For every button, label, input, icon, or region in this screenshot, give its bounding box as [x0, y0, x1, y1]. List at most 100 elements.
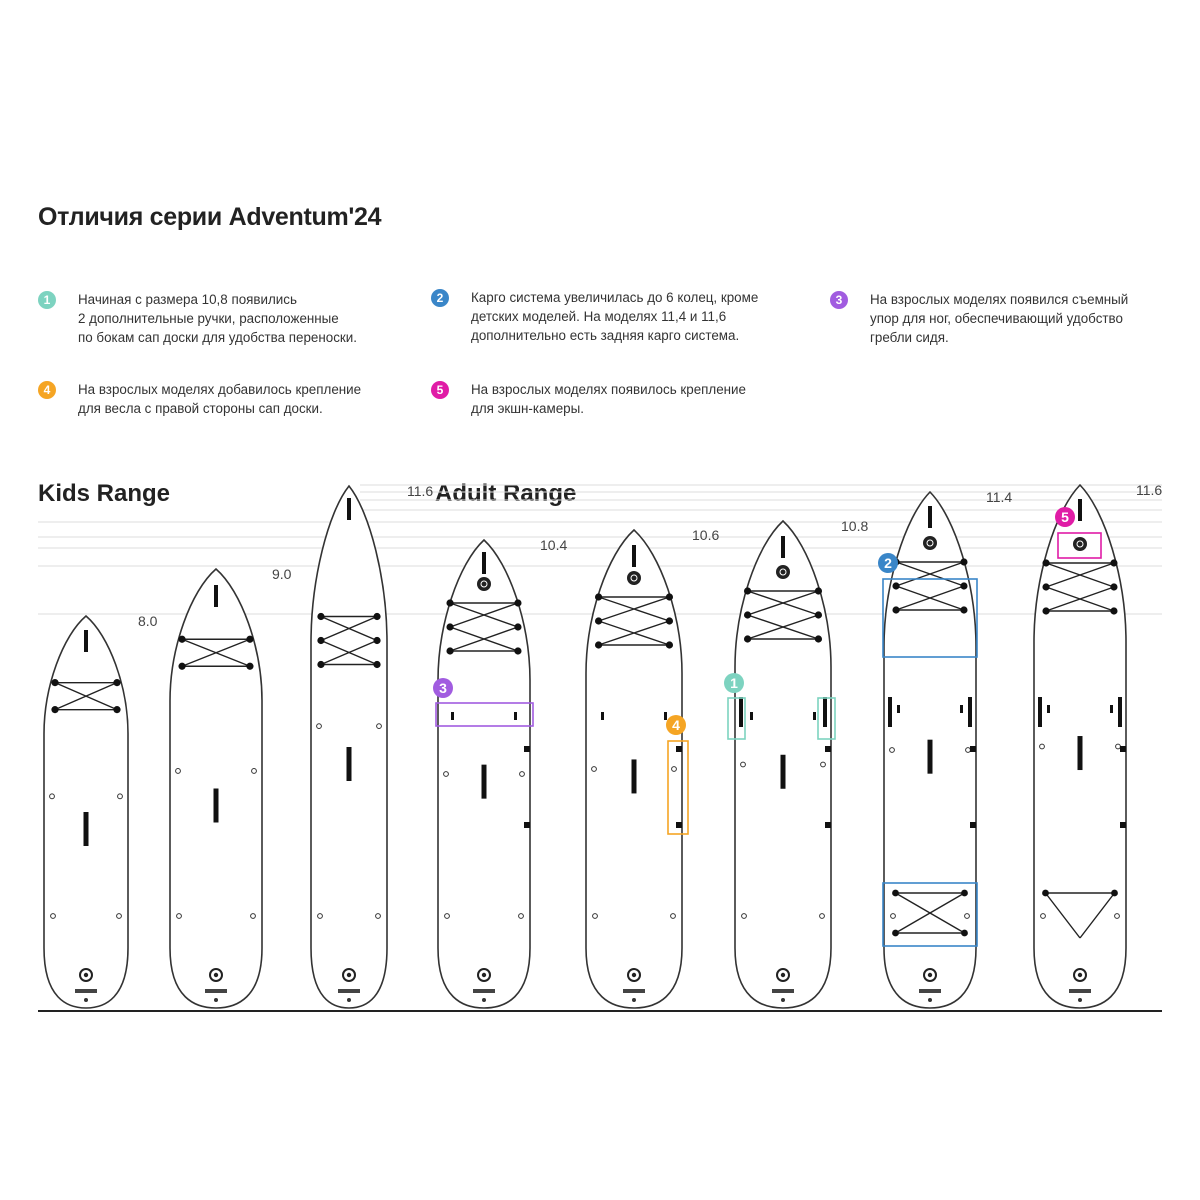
cargo-ring-icon: [514, 599, 522, 607]
tail-valve-dot: [346, 972, 352, 978]
tail-valve-icon: [1073, 968, 1087, 982]
footrest-mount-icon: [813, 712, 816, 720]
d-ring-icon: [592, 913, 598, 919]
bungee-line: [320, 639, 378, 666]
note-badge: 2: [431, 289, 449, 307]
side-handle-icon: [888, 697, 892, 727]
cargo-ring-icon: [892, 889, 899, 897]
note-badge: 4: [38, 381, 56, 399]
callout-box-1: [817, 697, 836, 740]
paddle-holder-icon: [524, 746, 530, 752]
callout-badge-number: 4: [672, 717, 680, 733]
paddle-holder-icon: [825, 822, 831, 828]
cargo-ring-icon: [814, 611, 823, 619]
tail-valve-dot: [83, 972, 89, 978]
note-text: На взрослых моделях добавилось крепление…: [78, 382, 362, 416]
side-handle-icon: [739, 697, 743, 727]
side-handle-icon: [1118, 697, 1122, 727]
nose-tag-icon: [632, 545, 636, 567]
callout-box-5: [1057, 532, 1102, 559]
board-adult-11-4: 11.4: [883, 489, 1012, 1009]
bungee-line: [1044, 892, 1081, 939]
cargo-ring-icon: [814, 587, 823, 595]
cargo-ring-icon: [1110, 559, 1118, 567]
footrest-mount-icon: [514, 712, 517, 720]
nose-tag-icon: [781, 536, 785, 558]
fin-box-icon: [473, 989, 495, 993]
callout-box-2: [882, 882, 978, 947]
callout-badge-number: 2: [884, 555, 892, 571]
cargo-ring-icon: [1042, 889, 1049, 897]
page-title: Отличия серии Adventum'24: [38, 203, 382, 231]
bungee-line: [449, 626, 519, 652]
fin-box-icon: [1069, 989, 1091, 993]
callout-badge-2: [878, 553, 898, 573]
d-ring-icon: [670, 913, 676, 919]
d-ring-icon: [889, 747, 895, 753]
nose-tag-icon: [1078, 499, 1082, 521]
cargo-ring-icon: [373, 660, 381, 669]
cargo-ring-icon: [373, 612, 381, 621]
d-ring-icon: [443, 771, 449, 777]
paddle-holder-icon: [524, 822, 530, 828]
bungee-line: [895, 585, 965, 611]
footrest-mount-icon: [664, 712, 667, 720]
cargo-ring-icon: [743, 611, 752, 619]
note-text: На взрослых моделях появился съемный упо…: [870, 292, 1129, 345]
cargo-ring-icon: [1042, 607, 1050, 615]
center-handle-icon: [213, 788, 219, 823]
d-ring-icon: [741, 913, 747, 919]
callout-badge-1: [724, 673, 744, 693]
bungee-line: [320, 615, 378, 642]
nose-tag-icon: [928, 506, 932, 528]
callout-badge-number: 3: [439, 680, 447, 696]
valve-icon: [923, 536, 937, 550]
d-ring-icon: [1040, 913, 1046, 919]
cargo-ring-icon: [246, 662, 254, 670]
nose-tag-icon: [482, 552, 486, 574]
center-handle-icon: [481, 764, 487, 799]
cargo-ring-icon: [317, 612, 325, 621]
cargo-ring-icon: [446, 623, 454, 631]
board-kids-9-0: 9.0: [169, 566, 292, 1009]
center-handle-icon: [346, 747, 352, 781]
fin-box-icon: [623, 989, 645, 993]
fin-box-icon: [75, 989, 97, 993]
valve-icon: [1073, 537, 1087, 551]
cargo-ring-icon: [373, 636, 381, 645]
paddle-holder-icon: [676, 746, 682, 752]
bungee-line: [598, 596, 670, 622]
tail-valve-icon: [923, 968, 937, 982]
nose-tag-icon: [84, 630, 88, 652]
cargo-ring-icon: [892, 606, 900, 614]
fin-box-icon: [338, 989, 360, 993]
cargo-ring-icon: [961, 929, 968, 937]
nose-tag-icon: [214, 585, 218, 607]
tail-valve-icon: [627, 968, 641, 982]
d-ring-icon: [1039, 743, 1045, 750]
d-ring-icon: [317, 913, 323, 919]
d-ring-icon: [591, 766, 597, 772]
paddle-holder-icon: [1120, 822, 1126, 828]
center-handle-icon: [927, 739, 933, 774]
cargo-ring-icon: [743, 635, 752, 643]
side-handle-icon: [823, 697, 827, 727]
tail-valve-icon: [209, 968, 223, 982]
board-adult-10-6: 10.6: [585, 527, 719, 1009]
note-badge: 1: [38, 291, 56, 309]
note-text: Начиная с размера 10,8 появились 2 допол…: [78, 292, 357, 345]
cargo-ring-icon: [1111, 889, 1118, 897]
cargo-ring-icon: [665, 617, 674, 625]
center-handle-icon: [1077, 736, 1083, 771]
board-size-label: 11.6: [407, 483, 433, 499]
cargo-ring-icon: [446, 599, 454, 607]
cargo-ring-icon: [961, 889, 968, 897]
cargo-ring-icon: [814, 635, 823, 643]
d-ring-icon: [890, 913, 896, 919]
board-kids-8-0: 8.0: [43, 613, 158, 1009]
board-size-label: 8.0: [138, 613, 158, 629]
valve-icon: [627, 571, 641, 585]
paddle-holder-icon: [825, 746, 831, 752]
board-size-label: 9.0: [272, 566, 292, 582]
